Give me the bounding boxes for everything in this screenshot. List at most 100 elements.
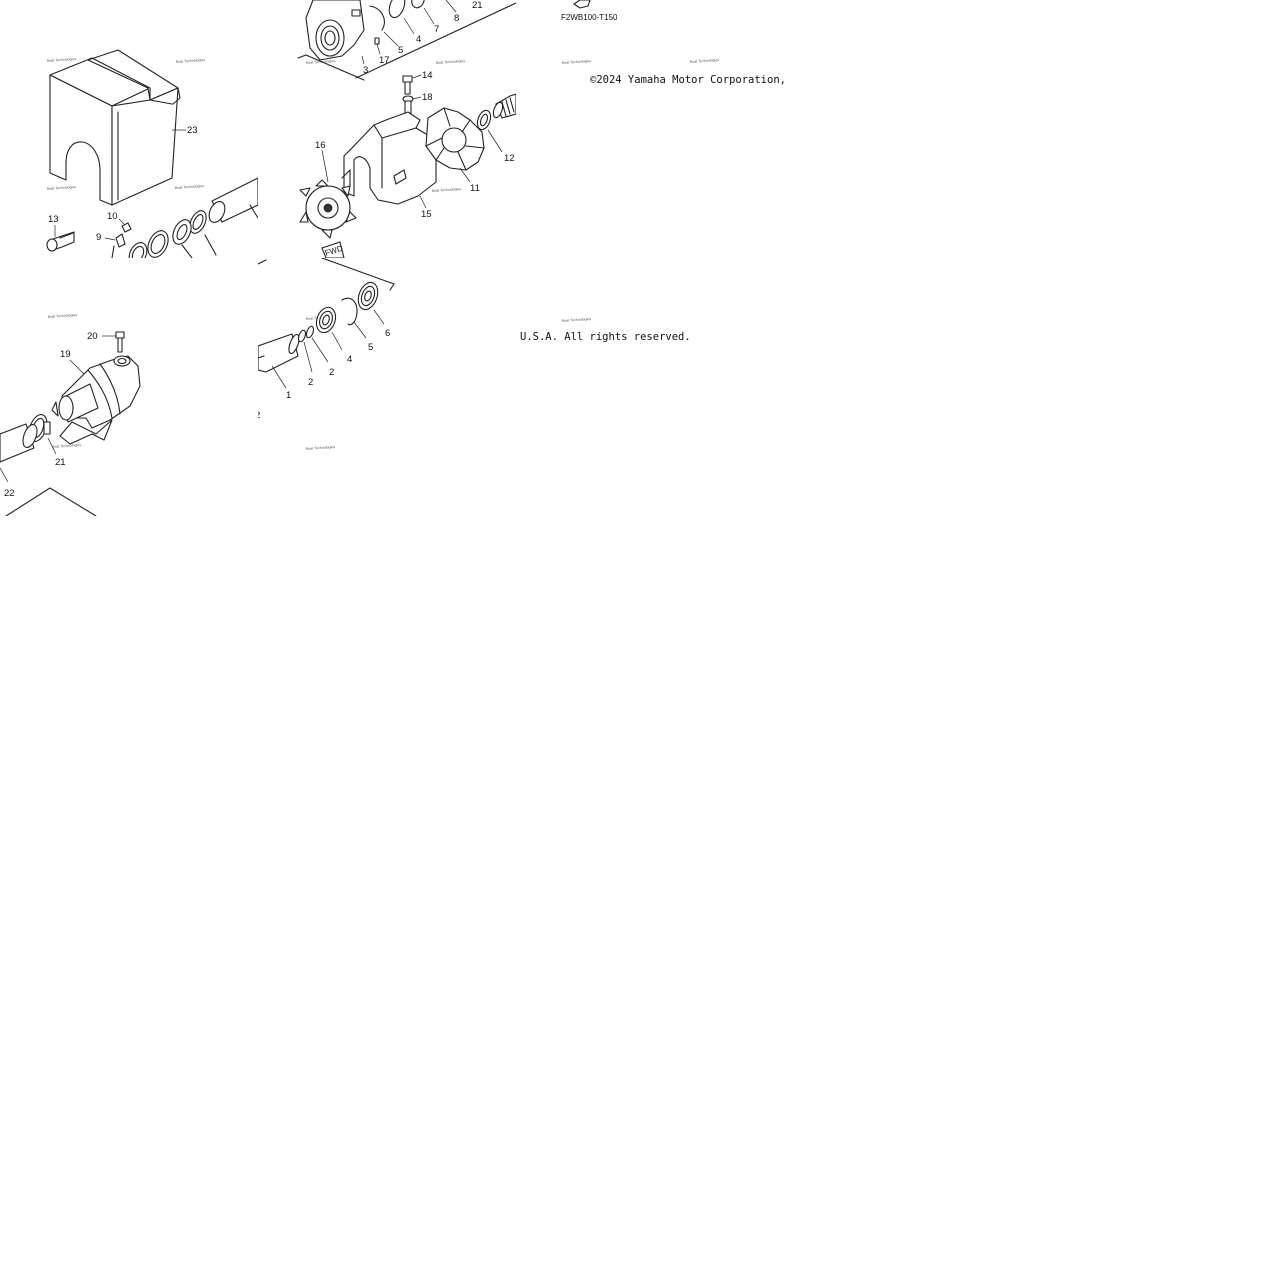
- watermark-text: Boat Technologies: [47, 185, 77, 191]
- impeller-16: [299, 179, 357, 239]
- callout-13: 13: [48, 214, 59, 225]
- leader-line: [361, 55, 365, 65]
- callout-2-edge: 2: [258, 410, 260, 421]
- leader-line: [459, 167, 471, 183]
- leader-line: [271, 365, 287, 389]
- housing-drawing: Boat Technologies Boat Technologies Boat…: [297, 0, 516, 258]
- cover-part-23: [49, 49, 181, 206]
- copyright-text: ©2024 Yamaha Motor Corporation,: [590, 74, 786, 86]
- callout-5: 5: [368, 342, 373, 353]
- leader-line: [303, 341, 313, 373]
- callout-17: 17: [379, 55, 390, 66]
- code-drawing: F2WB100-T150 Boat Technologies Boat Tech…: [561, 0, 720, 65]
- shaft-drawing: Boat Technologies Boat Technologies 1 2 …: [258, 258, 395, 451]
- callout-7: 7: [434, 24, 439, 35]
- frame-line: [355, 2, 516, 79]
- leader-line: [373, 309, 385, 325]
- leader-line: [412, 74, 422, 79]
- o-ring-2b: [305, 325, 315, 339]
- leader-line: [69, 359, 85, 375]
- diagram-tile-cover: Boat Technologies Boat Technologies Boat…: [0, 0, 258, 258]
- nozzle-drawing: Boat Technologies Boat Technologies 20: [0, 313, 141, 516]
- watermark-text: Boat Technologies: [306, 445, 336, 451]
- leader-line: [311, 337, 329, 363]
- partial-part-shape: [573, 0, 591, 9]
- seal-7: [411, 0, 425, 9]
- watermark-text: Boat Technologies: [690, 58, 720, 64]
- leader-line: [376, 43, 381, 55]
- callout-8: 8: [454, 13, 459, 24]
- blank-drawing: Boat Technologies: [562, 317, 592, 323]
- callout-14: 14: [422, 70, 433, 81]
- callout-20: 20: [87, 331, 98, 342]
- watermark-text: Boat Technologies: [48, 313, 78, 319]
- diagram-tile-shaft: Boat Technologies Boat Technologies 1 2 …: [258, 258, 516, 516]
- callout-9: 9: [96, 232, 101, 243]
- leader-line: [419, 195, 427, 209]
- callout-18: 18: [422, 92, 433, 103]
- watermark-text: Boat Technologies: [176, 58, 206, 64]
- callout-4-top: 4: [416, 34, 421, 45]
- leader-line: [403, 17, 415, 35]
- bolt-14: [402, 75, 413, 95]
- callout-2b: 2: [329, 367, 334, 378]
- callout-6: 6: [385, 328, 390, 339]
- callout-12: 12: [504, 153, 515, 164]
- callout-1: 1: [286, 390, 291, 401]
- bolt-20: [115, 331, 125, 353]
- callout-21: 21: [55, 457, 66, 468]
- callout-23: 23: [187, 125, 198, 136]
- threaded-shaft-end: [492, 93, 516, 119]
- pin-17: [374, 37, 380, 45]
- drive-tube: [208, 177, 258, 223]
- drawing-code: F2WB100-T150: [561, 13, 618, 22]
- leader-line: [321, 149, 329, 183]
- bolt-part-13: [46, 231, 75, 252]
- callout-5-top: 5: [398, 45, 403, 56]
- fitting-parts-9-10: [111, 222, 132, 258]
- watermark-text: Boat Technologies: [175, 184, 205, 190]
- watermark-text: Boat Technologies: [562, 317, 592, 323]
- leader-line: [118, 218, 125, 225]
- watermark-text: Boat Technologies: [436, 59, 466, 65]
- watermark-text: Boat Technologies: [306, 59, 336, 65]
- callout-2a: 2: [308, 377, 313, 388]
- bearing-stack: [128, 210, 217, 258]
- bearing-4: [315, 306, 337, 334]
- hose-22: [0, 423, 38, 463]
- nozzle-19: [51, 355, 141, 445]
- callout-16: 16: [315, 140, 326, 151]
- circlip-5: [369, 5, 385, 31]
- leader-line: [47, 437, 57, 455]
- bracket-15: [341, 111, 437, 205]
- frame-line: [258, 259, 267, 265]
- diagram-tile-code: F2WB100-T150 Boat Technologies Boat Tech…: [516, 0, 774, 258]
- callout-22: 22: [4, 488, 15, 499]
- frame-line: [5, 487, 97, 516]
- bearing-4: [388, 0, 406, 19]
- leader-line: [383, 31, 399, 47]
- circlip-5: [341, 297, 358, 326]
- leader-line: [353, 321, 367, 339]
- callout-11: 11: [470, 183, 480, 194]
- coupling-11: [425, 107, 485, 171]
- fwd-direction-marker: FWD: [321, 241, 345, 258]
- watermark-text: Boat Technologies: [47, 57, 77, 63]
- watermark-text: Boat Technologies: [562, 59, 592, 65]
- leader-line: [0, 467, 9, 483]
- leader-line: [423, 7, 435, 25]
- diagram-tile-blank: Boat Technologies: [516, 258, 774, 516]
- frame-line: [321, 258, 395, 291]
- callout-4: 4: [347, 354, 352, 365]
- leader-line: [104, 237, 116, 241]
- leader-line: [331, 331, 343, 351]
- callout-10: 10: [107, 211, 118, 222]
- leader-line: [445, 0, 457, 13]
- cover-drawing: Boat Technologies Boat Technologies Boat…: [46, 49, 258, 258]
- callout-15: 15: [421, 209, 432, 220]
- diagram-tile-housing: Boat Technologies Boat Technologies Boat…: [258, 0, 516, 258]
- o-ring-2a: [297, 329, 307, 343]
- bolt-18: [402, 95, 414, 114]
- callout-19: 19: [60, 349, 71, 360]
